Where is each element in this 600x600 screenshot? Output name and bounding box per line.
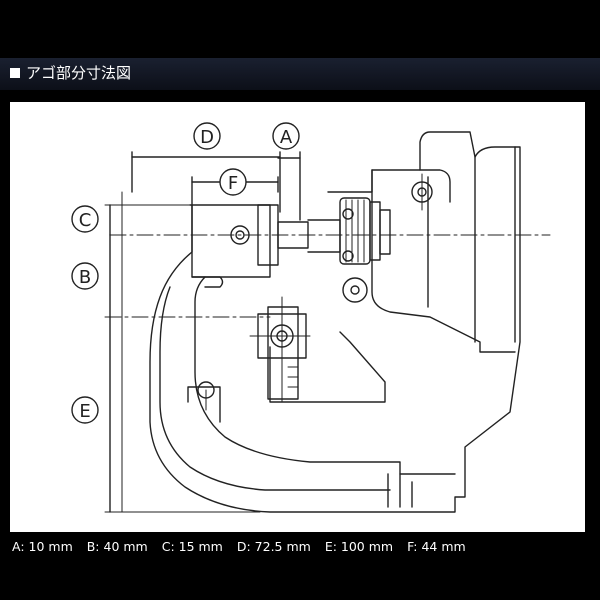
ring-nut-screw-bottom (342, 250, 354, 262)
page-title-text: アゴ部分寸法図 (26, 64, 132, 82)
legend-item-e: E: 100 mm (324, 539, 394, 554)
label-d: D (193, 122, 221, 150)
ring-nut-knurl (345, 199, 365, 263)
svg-text:B: B (79, 267, 91, 288)
svg-text:A: A (280, 127, 293, 148)
frame-inner-contour (194, 276, 456, 475)
page-title: アゴ部分寸法図 (10, 64, 131, 82)
legend-item-c: C: 15 mm (161, 539, 223, 554)
label-b: B (71, 262, 99, 290)
svg-text:F: F (228, 173, 238, 194)
punch-pin (277, 221, 309, 249)
die-marks (287, 366, 299, 388)
frame-outline (149, 131, 521, 513)
right-housing-step (419, 169, 451, 203)
diagram-panel: D A F C B E (10, 102, 585, 532)
svg-text:E: E (79, 401, 90, 422)
upper-bolt-icon (230, 225, 250, 245)
frame-inner-edge (159, 286, 391, 491)
label-c: C (71, 205, 99, 233)
bottom-lines (387, 473, 413, 508)
svg-text:D: D (200, 127, 214, 148)
right-housing (371, 146, 516, 353)
middle-bolt-core (350, 285, 360, 295)
svg-text:C: C (79, 210, 92, 231)
label-f: F (219, 168, 247, 196)
label-a: A (272, 122, 300, 150)
ring-collar-2 (379, 209, 391, 255)
legend-item-f: F: 44 mm (407, 539, 466, 554)
legend-item-d: D: 72.5 mm (236, 539, 311, 554)
legend-item-b: B: 40 mm (86, 539, 148, 554)
punch-shaft (307, 219, 341, 253)
upper-jaw-block (191, 204, 271, 278)
label-e: E (71, 396, 99, 424)
ring-nut (339, 197, 371, 265)
jaw-dimension-diagram: D A F C B E (71, 122, 551, 513)
bottom-shelf (269, 331, 386, 403)
dimension-legend: A: 10 mm B: 40 mm C: 15 mm D: 72.5 mm E:… (12, 538, 592, 556)
title-bar (0, 58, 600, 90)
ring-nut-screw-top (342, 208, 354, 220)
legend-item-a: A: 10 mm (12, 539, 73, 554)
die-column (267, 306, 299, 400)
middle-bolt-icon (342, 277, 368, 303)
upper-jaw-lip (191, 276, 224, 288)
lower-frame-bracket (187, 386, 221, 423)
square-bullet-icon (10, 68, 20, 78)
upper-bolt-core (235, 230, 245, 240)
